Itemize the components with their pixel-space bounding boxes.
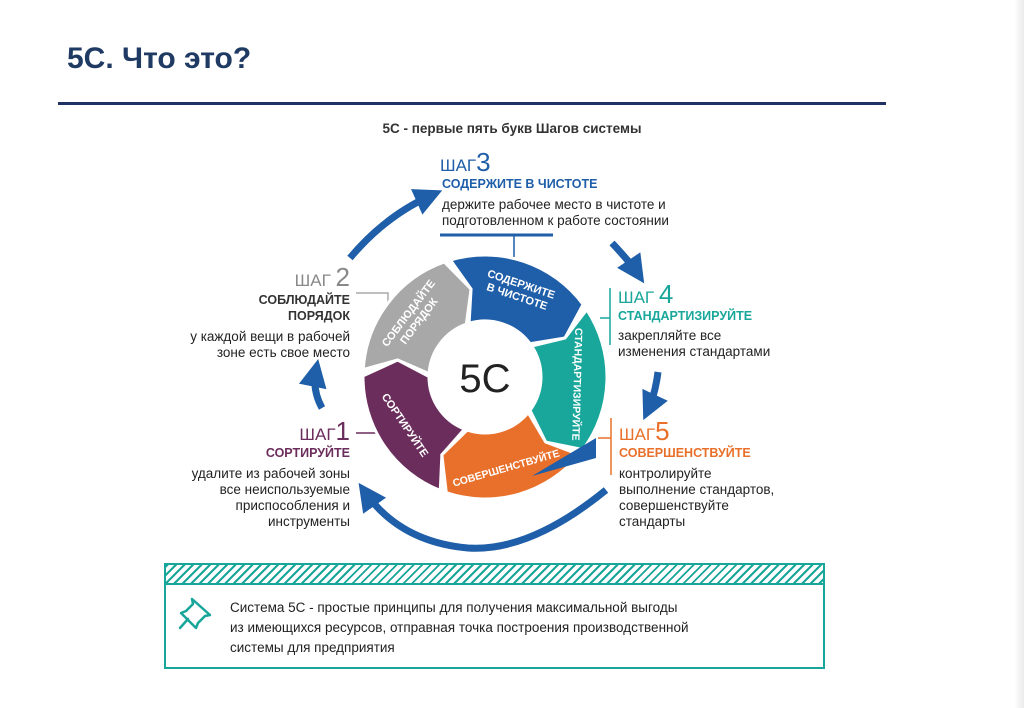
page-edge-shadow <box>1014 0 1024 708</box>
step3-desc-line: держите рабочее место в чистоте и <box>442 197 666 212</box>
step3-desc-line: подготовленном к работе состоянии <box>442 213 669 228</box>
step1-desc-line: удалите из рабочей зоны <box>191 466 350 481</box>
step4-head-word: ШАГ <box>618 288 655 307</box>
ring-label-line: СТАНДАРТИЗИРУЙТЕ <box>569 328 585 441</box>
step5-heading: ШАГ5 <box>619 416 670 447</box>
step5-desc-line: совершенствуйте <box>619 498 729 513</box>
step4-title: СТАНДАРТИЗИРУЙТЕ <box>618 309 753 323</box>
step5-head-word: ШАГ <box>619 425 656 444</box>
step5-desc-line: выполнение стандартов, <box>619 482 775 497</box>
arrow-step4-to-step5 <box>642 371 668 421</box>
note-text: Система 5С - простые принципы для получе… <box>230 598 810 658</box>
step4-description: закрепляйте все изменения стандартами <box>618 328 770 360</box>
step5-pointer <box>532 438 596 476</box>
step5-title: СОВЕРШЕНСТВУЙТЕ <box>619 446 751 460</box>
step5-desc-line: стандарты <box>619 514 686 529</box>
step3-number: 3 <box>476 147 491 177</box>
note-box: Система 5С - простые принципы для получе… <box>164 563 825 669</box>
arrow-step5-to-step1 <box>358 482 609 552</box>
ring-segment-improve <box>440 410 582 501</box>
step2-heading: ШАГ 2 <box>250 262 350 293</box>
step1-head-word: ШАГ <box>299 425 336 444</box>
note-line: системы для предприятия <box>230 640 395 655</box>
step1-heading: ШАГ1 <box>250 416 350 447</box>
note-line: Система 5С - простые принципы для получе… <box>230 600 678 615</box>
cycle-arrows <box>298 189 668 552</box>
center-circle <box>432 324 538 430</box>
step2-title-line: СОБЛЮДАЙТЕ <box>258 293 350 307</box>
step1-description: удалите из рабочей зоны все неиспользуем… <box>150 466 350 530</box>
step5-description: контролируйте выполнение стандартов, сов… <box>619 466 774 530</box>
ring-segment-sort <box>361 358 468 493</box>
step2-number: 2 <box>335 262 350 292</box>
note-box-hatch-band <box>166 565 823 585</box>
step5-number: 5 <box>655 416 670 446</box>
title-divider <box>58 102 886 105</box>
step1-desc-line: приспособления и <box>235 498 350 513</box>
step4-number: 4 <box>658 279 674 309</box>
step3-head-word: ШАГ <box>440 156 477 175</box>
step3-description: держите рабочее место в чистоте и подгот… <box>442 197 669 229</box>
step1-title: СОРТИРУЙТЕ <box>265 446 350 460</box>
ring-segment-clean <box>447 253 585 346</box>
step2-title: СОБЛЮДАЙТЕ ПОРЯДОК <box>200 292 350 324</box>
step4-desc-line: закрепляйте все <box>618 328 722 343</box>
ring-segments <box>361 253 609 501</box>
step2-head-word: ШАГ <box>294 271 331 290</box>
step1-desc-line: инструменты <box>267 514 350 529</box>
step2-title-line: ПОРЯДОК <box>288 309 350 323</box>
step5-desc-line: контролируйте <box>619 466 712 481</box>
step1-number: 1 <box>335 416 350 446</box>
diagram-subtitle: 5С - первые пять букв Шагов системы <box>382 121 642 136</box>
center-label: 5С <box>459 357 510 401</box>
arrow-step2-to-step3 <box>347 189 443 261</box>
step2-desc-line: у каждой вещи в рабочей <box>190 329 350 344</box>
step4-desc-line: изменения стандартами <box>618 344 771 359</box>
step4-heading: ШАГ 4 <box>618 279 673 310</box>
arrow-step1-to-step2 <box>298 359 327 410</box>
connector-step4 <box>600 288 611 345</box>
step2-desc-line: зоне есть свое место <box>216 345 350 360</box>
note-line: из имеющихся ресурсов, отправная точка п… <box>230 620 689 635</box>
ring-segment-order <box>361 260 473 376</box>
connector-step5 <box>598 418 612 475</box>
pushpin-icon <box>178 597 212 630</box>
step1-desc-line: все неиспользуемые <box>219 482 350 497</box>
step2-description: у каждой вещи в рабочей зоне есть свое м… <box>150 329 350 361</box>
step3-title: СОДЕРЖИТЕ В ЧИСТОТЕ <box>442 177 598 191</box>
page-title: 5С. Что это? <box>67 42 252 75</box>
arrow-step3-to-step4 <box>609 240 645 284</box>
step3-heading: ШАГ3 <box>440 147 491 178</box>
ring-segment-standardize-label: СТАНДАРТИЗИРУЙТЕ <box>569 328 585 441</box>
